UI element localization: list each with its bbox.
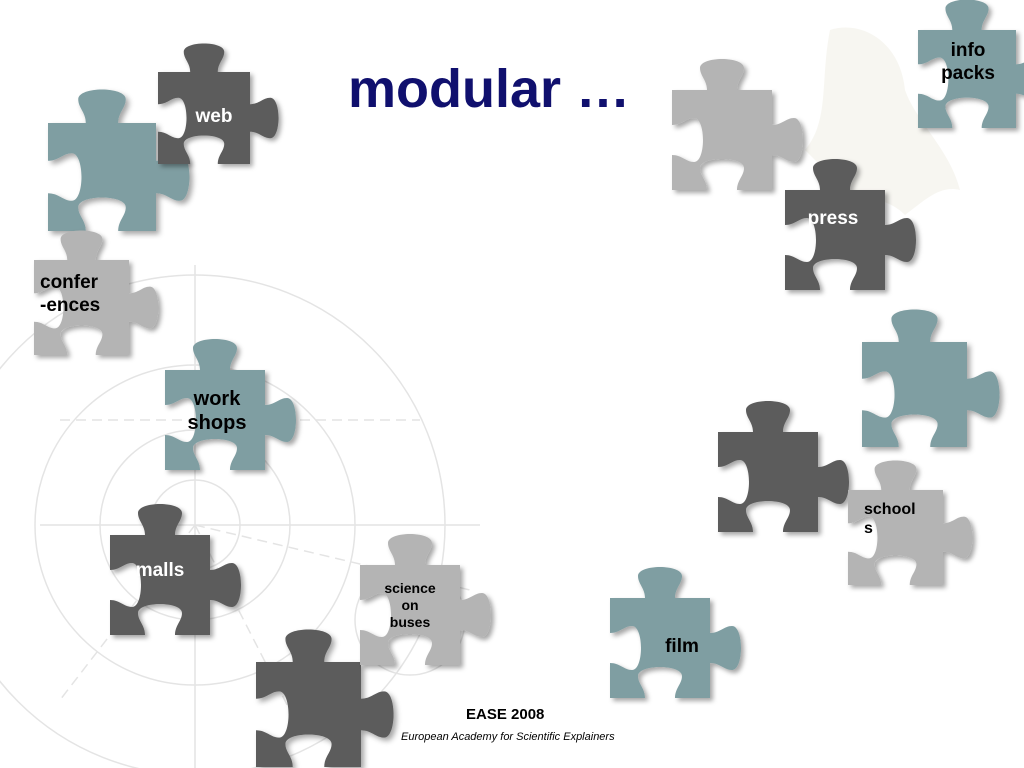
label-workshops-line2: shops (187, 412, 247, 434)
label-workshops: work shops (177, 387, 257, 435)
label-science-on-buses-line3: buses (389, 613, 431, 630)
label-web-text: web (195, 106, 233, 127)
label-conferences: confer -ences (40, 272, 120, 318)
label-conferences-line2: -ences (40, 294, 101, 316)
background-diagram (0, 265, 480, 768)
label-science-on-buses: science on buses (370, 580, 450, 630)
puzzle-piece-web (158, 43, 279, 165)
label-film-text: film (665, 636, 699, 657)
label-web: web (184, 106, 244, 129)
label-info-packs-line1: info (950, 40, 986, 61)
slide-title: modular … (348, 59, 631, 119)
label-malls: malls (124, 560, 196, 583)
label-info-packs-line2: packs (941, 62, 995, 84)
label-workshops-line1: work (193, 388, 241, 410)
label-science-on-buses-line2: on (401, 596, 419, 613)
footer-organization: European Academy for Scientific Explaine… (401, 731, 615, 743)
label-film: film (652, 636, 712, 659)
label-press: press (798, 208, 868, 231)
label-science-on-buses-line1: science (384, 580, 436, 596)
label-malls-text: malls (135, 560, 185, 581)
label-schools: school s (864, 500, 944, 538)
label-press-text: press (807, 208, 859, 229)
puzzle-piece-film (610, 567, 741, 698)
label-info-packs: info packs (928, 40, 1008, 86)
label-conferences-line1: confer (40, 272, 99, 293)
label-schools-line1: school (864, 501, 916, 518)
label-schools-line2: s (864, 520, 873, 538)
puzzle-piece-light-top-right (672, 59, 803, 190)
puzzle-piece-teal-right (862, 309, 1000, 447)
puzzle-piece-dark-right (718, 401, 849, 532)
footer-event: EASE 2008 (466, 706, 545, 723)
